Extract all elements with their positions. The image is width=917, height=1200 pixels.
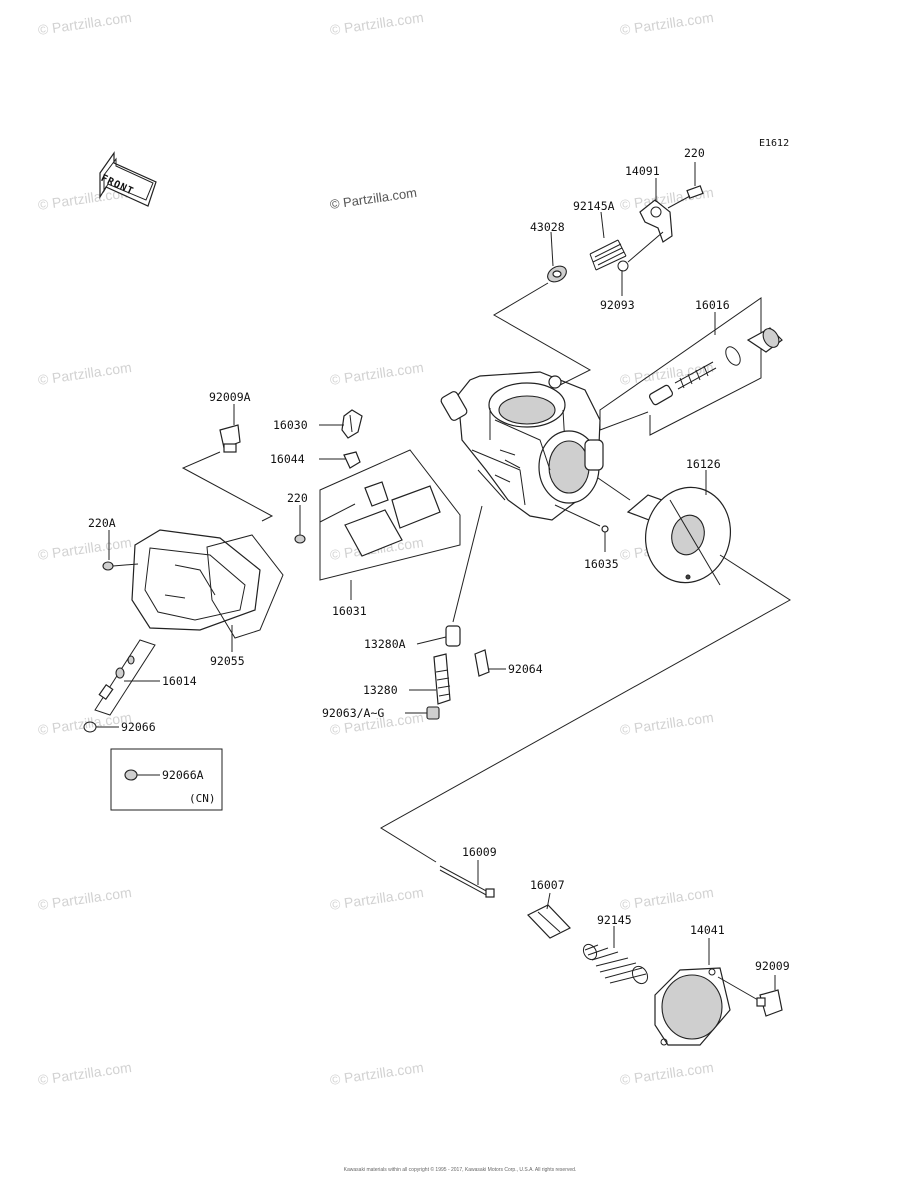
part-label-16009: 16009 <box>462 845 497 859</box>
diaphragm <box>597 477 732 586</box>
plug-16035 <box>554 504 609 552</box>
air-screw-set <box>599 297 783 436</box>
part-label-92145: 92145 <box>597 913 632 927</box>
part-label-92066a: 92066A <box>162 768 204 782</box>
vacuum-piston-top <box>493 185 704 386</box>
part-label-16007: 16007 <box>530 878 565 892</box>
part-label-220a: 220A <box>88 516 116 530</box>
part-label-16126: 16126 <box>686 457 721 471</box>
float-valve-parts <box>181 409 363 522</box>
option-note: (CN) <box>189 792 216 805</box>
part-label-16031: 16031 <box>332 604 367 618</box>
part-label-92064: 92064 <box>508 662 543 676</box>
front-arrow-icon <box>99 151 157 207</box>
part-label-92009: 92009 <box>755 959 790 973</box>
diagram-code: E1612 <box>759 138 790 149</box>
part-label-92009a: 92009A <box>209 390 251 404</box>
part-label-13280a: 13280A <box>364 637 406 651</box>
part-label-92145a: 92145A <box>573 199 615 213</box>
part-label-14041: 14041 <box>690 923 725 937</box>
jets <box>426 505 490 720</box>
part-label-16016: 16016 <box>695 298 730 312</box>
part-label-220-mid: 220 <box>287 491 308 505</box>
copyright-line: Kawasaki materials within all copyright … <box>343 1167 577 1173</box>
part-label-220-top: 220 <box>684 146 705 160</box>
part-label-16035: 16035 <box>584 557 619 571</box>
part-label-92093: 92093 <box>600 298 635 312</box>
lower-leader <box>380 554 791 863</box>
float-bowl <box>102 529 284 639</box>
part-label-92055: 92055 <box>210 654 245 668</box>
drain-parts <box>83 639 156 733</box>
part-label-13280: 13280 <box>363 683 398 697</box>
part-label-92066: 92066 <box>121 720 156 734</box>
float-assembly <box>294 449 461 581</box>
part-label-16044: 16044 <box>270 452 305 466</box>
carburetor-body <box>440 371 604 521</box>
part-label-16030: 16030 <box>273 418 308 432</box>
callout-leaders <box>96 162 776 990</box>
copyright-notice: Kawasaki materials within all copyright … <box>330 1167 590 1173</box>
part-label-92063: 92063/A~G <box>322 706 385 720</box>
part-label-43028: 43028 <box>530 220 565 234</box>
vacuum-piston-bottom <box>439 865 783 1046</box>
part-label-16014: 16014 <box>162 674 197 688</box>
part-label-14091: 14091 <box>625 164 660 178</box>
